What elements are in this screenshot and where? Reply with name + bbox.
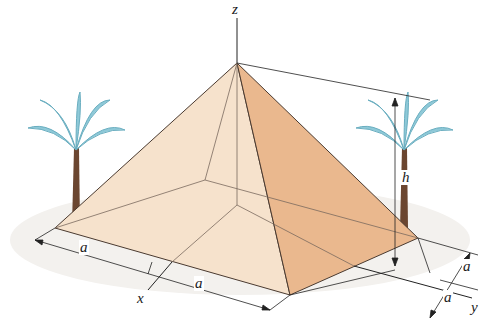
dimension-label: h: [401, 170, 411, 185]
axis-label: z: [231, 2, 239, 17]
axis-label: y: [470, 300, 479, 315]
dimension-label: a: [194, 276, 204, 291]
dimension-label: a: [443, 290, 453, 305]
axis-label: x: [136, 291, 145, 306]
dimension-label: a: [79, 240, 89, 255]
dimension-label: a: [462, 259, 472, 274]
